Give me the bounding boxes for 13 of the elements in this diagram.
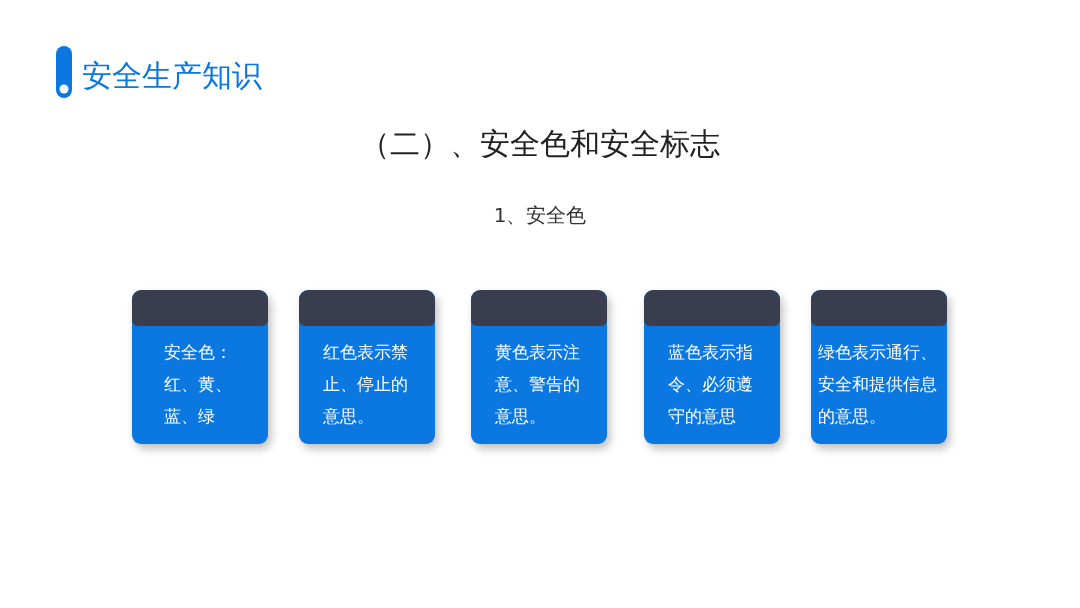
- card-text: 蓝色表示指令、必须遵守的意思: [667, 341, 754, 428]
- info-card: [811, 290, 947, 444]
- page-title: 安全生产知识: [82, 57, 262, 95]
- card-text: 绿色表示通行、安全和提供信息的意思。: [817, 341, 938, 428]
- card-text: 黄色表示注意、警告的意思。: [494, 341, 581, 428]
- info-card: [471, 290, 607, 444]
- info-card: [299, 290, 435, 444]
- card-text: 红色表示禁止、停止的意思。: [322, 341, 409, 428]
- info-card: [644, 290, 780, 444]
- card-text: 安全色：红、黄、蓝、绿: [164, 341, 234, 428]
- info-card: [132, 290, 268, 444]
- subheading: 1、安全色: [493, 203, 587, 227]
- section-heading: （二）、安全色和安全标志: [360, 126, 720, 161]
